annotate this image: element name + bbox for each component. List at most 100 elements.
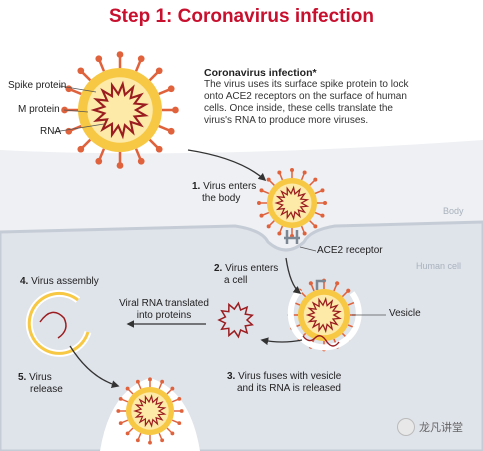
spike-tip: [308, 281, 313, 286]
leader-ace2: [299, 246, 317, 252]
assembly-envelope: [27, 292, 90, 355]
spike-tip: [320, 213, 325, 218]
arrow-rna-release: [260, 337, 303, 346]
step-2-line2: a cell: [224, 275, 248, 286]
spike-tip: [302, 231, 307, 236]
label-spike-protein: Spike protein: [8, 80, 67, 91]
label-ace2-receptor: ACE2 receptor: [317, 245, 383, 256]
step-5-line1: Virus: [29, 372, 52, 383]
spike-tip: [118, 396, 123, 401]
spike-tip: [179, 409, 184, 413]
step-1-line1: Virus enters: [203, 181, 257, 192]
spike-tip: [118, 421, 123, 426]
spike-tip: [167, 85, 175, 93]
description-line: The virus uses its surface spike protein…: [204, 79, 409, 90]
spike-tip: [155, 145, 163, 153]
description-line: cells. Once inside, these cells translat…: [204, 103, 393, 114]
step-1-number: 1.: [192, 181, 201, 192]
spike-tip: [170, 386, 175, 391]
watermark-text: 龙凡讲堂: [419, 422, 463, 434]
spike-tip: [116, 409, 121, 413]
virus-rna: [90, 80, 149, 140]
spike-tip: [290, 168, 294, 172]
spike-tip: [135, 379, 140, 384]
virus-entering-body: [257, 168, 327, 238]
description-line: virus's RNA to produce more viruses.: [204, 115, 369, 126]
label-body: Body: [443, 206, 464, 216]
label-rna: RNA: [40, 126, 62, 137]
spike-tip: [170, 431, 175, 436]
spike-tip: [137, 157, 145, 165]
spike-tip: [259, 188, 264, 193]
ace2-receptor-vesicle-icon: [315, 279, 325, 290]
spike-tip: [177, 421, 182, 426]
spike-tip: [95, 55, 103, 63]
spike-tip: [77, 67, 85, 75]
step-3-line1: Virus fuses with vesicle: [238, 371, 342, 382]
description-line: onto ACE2 receptors on the surface of hu…: [204, 91, 407, 102]
spike-tip: [125, 431, 130, 436]
arrow-virus-release: [69, 345, 120, 389]
spike-tip: [135, 438, 140, 443]
spike-tip: [277, 170, 282, 175]
step-2-label: 2. Virus enters a cell: [214, 263, 278, 287]
spike-tip: [177, 396, 182, 401]
spike-tip: [259, 213, 264, 218]
spike-tip: [323, 201, 327, 205]
virus-rna: [305, 296, 342, 334]
rna-translated-label: Viral RNA translated into proteins: [108, 298, 220, 322]
arrow-enter-body: [187, 149, 267, 182]
spike-tip: [313, 224, 318, 229]
spike-tip: [346, 288, 351, 293]
spike-tip: [155, 67, 163, 75]
human-cell: [0, 220, 483, 451]
step-5-line2: release: [30, 384, 63, 395]
spike-tip: [116, 162, 124, 169]
step-4-label: 4. Virus assembly: [20, 276, 99, 288]
spike-tip: [320, 188, 325, 193]
step-2-number: 2.: [214, 263, 223, 274]
leader-rna: [53, 123, 105, 133]
description-heading: Coronavirus infection*: [204, 67, 317, 79]
step-3-line2: and its RNA is released: [237, 383, 341, 394]
arrow-enter-cell: [285, 257, 302, 294]
spike-tip: [77, 145, 85, 153]
spike-tip: [148, 377, 152, 382]
spike-tip: [172, 106, 179, 114]
step-1-label: 1. Virus enters the body: [192, 181, 256, 205]
step-1-line2: the body: [202, 193, 241, 204]
rna-translated-line2: into proteins: [136, 310, 192, 321]
virus-rna: [133, 394, 167, 428]
label-vesicle: Vesicle: [389, 308, 421, 319]
spike-tip: [302, 170, 307, 175]
released-rna: [302, 335, 340, 347]
virus-rna: [274, 185, 310, 221]
rna-translated-line1: Viral RNA translated: [119, 298, 209, 309]
spike-tip: [137, 55, 145, 63]
wechat-icon: [397, 418, 415, 436]
spike-tip: [266, 224, 271, 229]
spike-tip: [313, 177, 318, 182]
spike-tip: [116, 51, 124, 58]
step-5-label: 5. Virus release: [18, 372, 63, 396]
spike-tip: [95, 157, 103, 165]
leader-spike: [59, 85, 97, 93]
step-5-number: 5.: [18, 372, 27, 383]
spike-tip: [167, 127, 175, 135]
ace2-receptor-icon: [284, 230, 300, 244]
step-3-number: 3.: [227, 371, 236, 382]
label-m-protein: M protein: [18, 104, 60, 115]
step-2-line1: Virus enters: [225, 263, 279, 274]
spike-tip: [160, 438, 165, 443]
spike-tip: [335, 281, 340, 286]
spike-tip: [65, 85, 73, 93]
spike-tip: [125, 386, 130, 391]
watermark: 龙凡讲堂: [397, 418, 463, 436]
assembly-rna: [39, 311, 67, 339]
description-block: Coronavirus infection* The virus uses it…: [204, 67, 474, 127]
spike-tip: [266, 177, 271, 182]
label-human-cell: Human cell: [416, 261, 462, 271]
step-3-label: 3. Virus fuses with vesicle and its RNA …: [227, 371, 341, 395]
